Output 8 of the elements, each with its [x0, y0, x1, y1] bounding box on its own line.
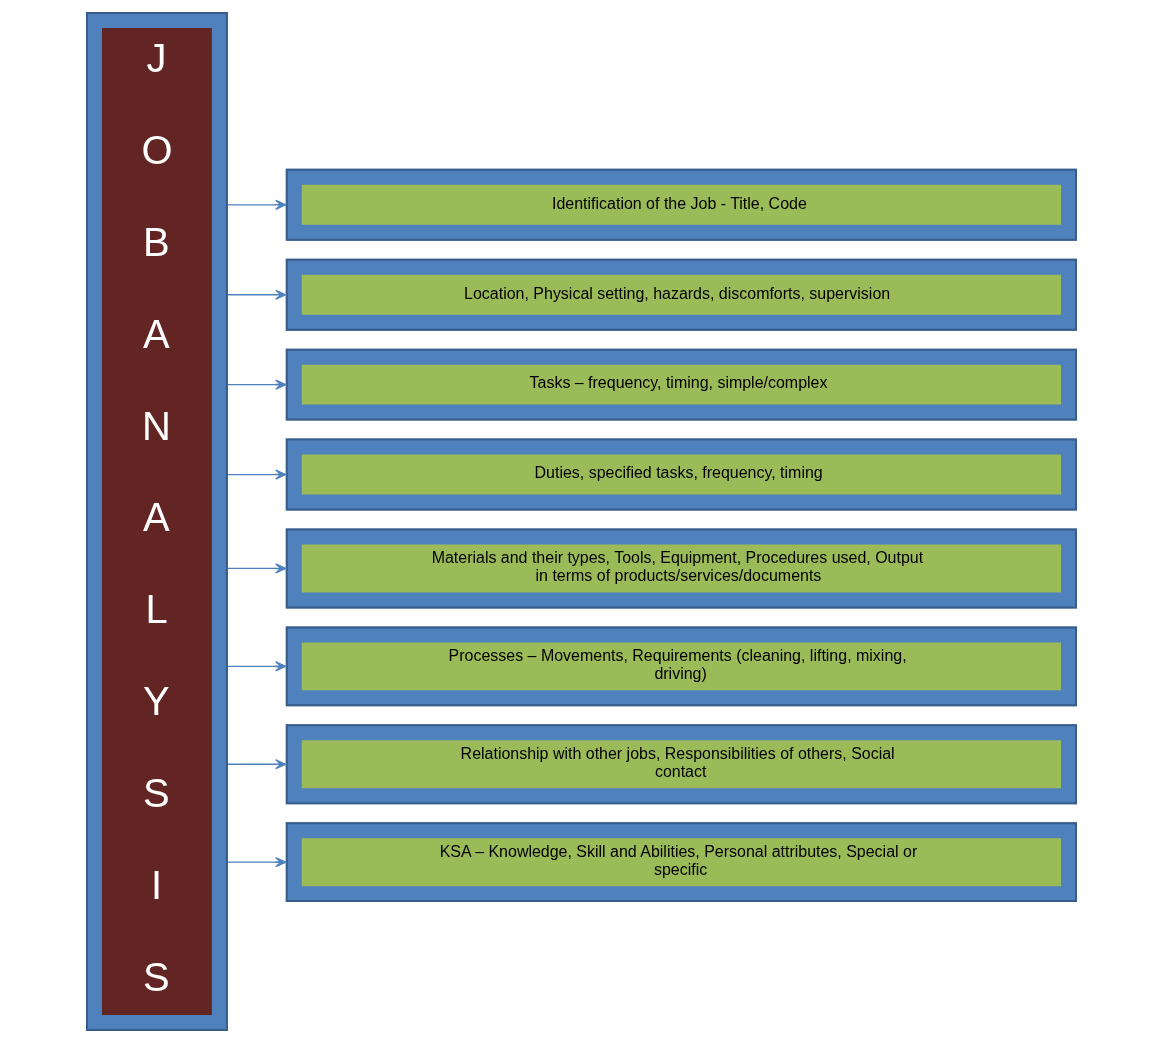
arrow — [226, 379, 286, 390]
arrow — [226, 759, 286, 770]
arrow — [226, 469, 286, 480]
arrow — [226, 661, 286, 672]
arrow — [226, 199, 286, 210]
arrow — [226, 857, 286, 868]
arrow — [226, 563, 286, 574]
arrow — [226, 289, 286, 300]
